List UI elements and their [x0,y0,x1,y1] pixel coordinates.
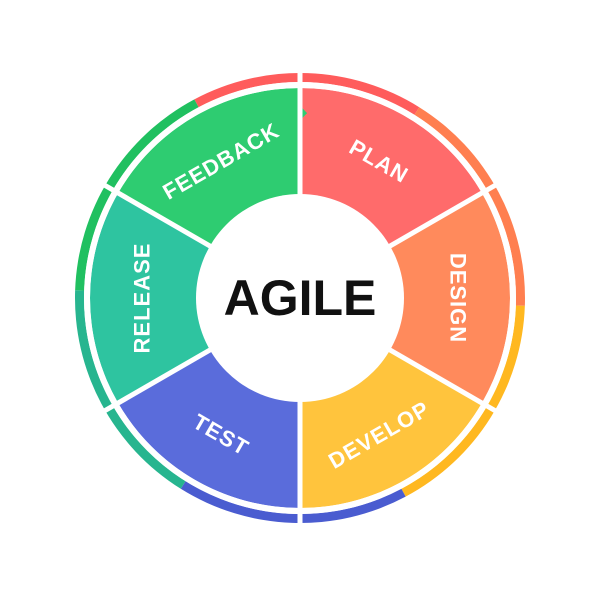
center-title: AGILE [224,270,377,326]
outer-ring-arc-test [180,481,406,523]
segment-release [90,193,214,403]
segment-divider [383,344,498,414]
segment-label-design: DESIGN [446,253,471,343]
ring-gap [84,82,516,514]
outer-ring-arc-plan [194,72,420,115]
outer-ring-arc-release [75,290,186,489]
segments [84,71,516,525]
segment-divider [102,344,217,414]
segment-design [386,193,510,403]
outer-ring-arc-design [414,107,525,306]
segment-divider [102,182,217,252]
center-circle [196,194,404,402]
outer-ring [75,72,525,523]
segment-label-release: RELEASE [130,243,155,354]
segment-divider [383,182,498,252]
